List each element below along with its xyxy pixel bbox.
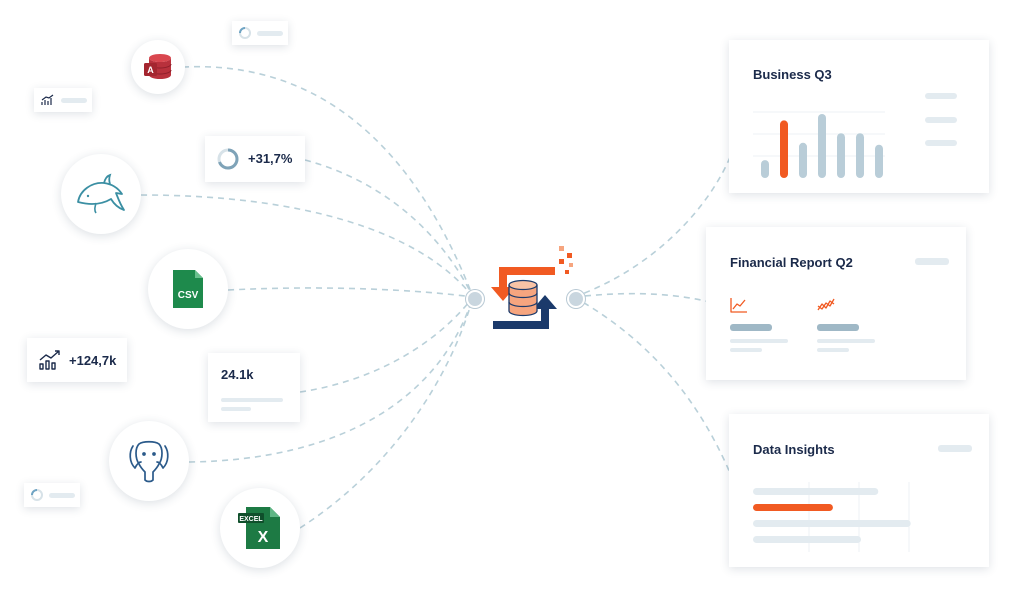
total-line-1 (221, 398, 283, 402)
total-line-2 (221, 407, 251, 411)
chip-line (257, 31, 283, 36)
csv-source[interactable]: CSV (148, 249, 228, 329)
insights-bar (753, 536, 861, 543)
business-legend-line-1 (925, 93, 957, 99)
wire-total (299, 296, 474, 393)
wire-access (182, 65, 474, 298)
hub-output-node (567, 290, 585, 308)
business-bar (761, 160, 769, 178)
financial-line-3 (817, 339, 875, 343)
insights-bar (753, 504, 833, 511)
wire-stat-left (304, 159, 474, 298)
spinner-icon (239, 27, 251, 39)
excel-source[interactable]: EXCEL X (220, 488, 300, 568)
wire-excel (299, 296, 474, 529)
wire-mysql (140, 194, 474, 298)
financial-tag (915, 258, 949, 265)
financial-bar-1 (730, 324, 772, 331)
chip-line (49, 493, 75, 498)
access-source[interactable]: A (131, 40, 185, 94)
loading-chip-top (232, 21, 288, 45)
csv-label: CSV (178, 290, 199, 301)
access-letter: A (147, 65, 154, 75)
access-database-icon: A (144, 54, 172, 79)
growth-value-card: +124,7k (27, 338, 127, 382)
business-bar (818, 114, 826, 178)
business-report-card[interactable]: Business Q3 (729, 40, 989, 193)
excel-badge: EXCEL (239, 516, 263, 523)
business-bar (837, 133, 845, 178)
business-bar (856, 133, 864, 178)
excel-file-icon: EXCEL X (238, 507, 280, 549)
insights-tag (938, 445, 972, 452)
wire-csv (227, 287, 474, 298)
growth-percent-value: +31,7% (248, 151, 293, 166)
spinner-icon (31, 489, 43, 501)
database-sync-icon (491, 246, 573, 329)
growth-percent-card: +31,7% (205, 136, 305, 182)
postgresql-elephant-icon (129, 440, 169, 483)
insights-bar-chart (753, 482, 911, 552)
financial-report-card[interactable]: Financial Report Q2 (706, 227, 966, 380)
financial-bar-2 (817, 324, 859, 331)
business-legend-line-2 (925, 117, 957, 123)
line-chart-icon (730, 298, 747, 313)
business-bar (875, 144, 883, 178)
financial-line-2 (730, 348, 762, 352)
financial-report-title: Financial Report Q2 (730, 255, 853, 270)
postgresql-source[interactable] (109, 421, 189, 501)
business-bar (780, 120, 788, 178)
insights-report-card[interactable]: Data Insights (729, 414, 989, 567)
mysql-source[interactable] (61, 154, 141, 234)
chart-chip (34, 88, 92, 112)
chip-line (61, 98, 87, 103)
mysql-dolphin-icon (77, 173, 125, 214)
progress-ring-icon (217, 148, 239, 170)
total-card: 24.1k (208, 353, 300, 422)
wire-business (573, 149, 734, 298)
csv-file-icon: CSV (173, 270, 203, 308)
wire-insights (573, 296, 734, 481)
financial-line-1 (730, 339, 788, 343)
insights-bar (753, 488, 879, 495)
bar-chart-icon (41, 94, 54, 105)
hub-input-node (466, 290, 484, 308)
business-report-title: Business Q3 (753, 67, 832, 82)
insights-report-title: Data Insights (753, 442, 835, 457)
wire-postgresql (188, 296, 474, 463)
trend-chart-icon (817, 298, 835, 311)
loading-chip-bottom (24, 483, 80, 507)
business-legend-line-3 (925, 140, 957, 146)
excel-letter: X (258, 529, 269, 546)
financial-line-4 (817, 348, 849, 352)
growth-chart-icon (39, 350, 60, 370)
business-bar-chart (753, 111, 885, 178)
insights-bar (753, 520, 911, 527)
wire-financial (573, 292, 711, 303)
total-value: 24.1k (221, 367, 254, 382)
business-bar (799, 142, 807, 178)
growth-value: +124,7k (69, 353, 117, 368)
